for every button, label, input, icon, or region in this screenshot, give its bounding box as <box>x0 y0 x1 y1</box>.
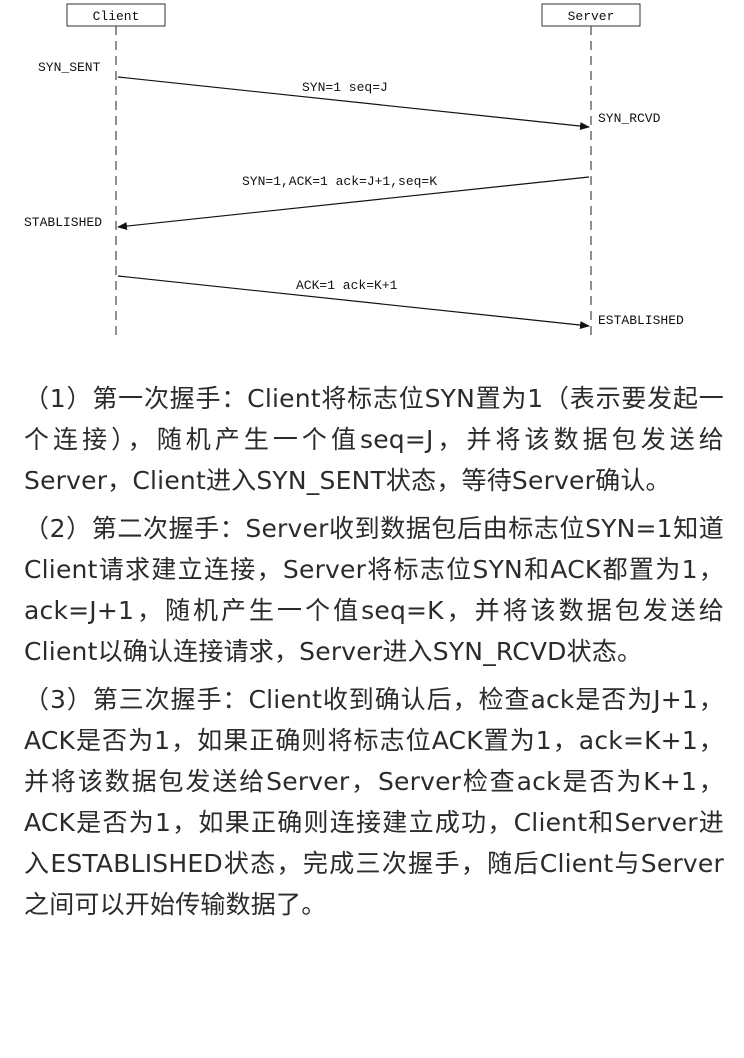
syn-ack-arrow <box>117 176 590 231</box>
server-label: Server <box>568 9 615 24</box>
paragraph-third-handshake: （3）第三次握手：Client收到确认后，检查ack是否为J+1，ACK是否为1… <box>24 685 724 919</box>
client-established-state-label: STABLISHED <box>24 215 102 230</box>
paragraph-second-handshake: （2）第二次握手：Server收到数据包后由标志位SYN=1知道Client请求… <box>24 514 724 666</box>
client-label: Client <box>93 9 140 24</box>
paragraph-first-handshake: （1）第一次握手：Client将标志位SYN置为1（表示要发起一个连接），随机产… <box>24 384 724 495</box>
syn-ack-message-label: SYN=1,ACK=1 ack=J+1,seq=K <box>242 174 437 189</box>
syn-arrow <box>117 76 590 131</box>
ack-message-label: ACK=1 ack=K+1 <box>296 278 398 293</box>
explanation-text: （1）第一次握手：Client将标志位SYN置为1（表示要发起一个连接），随机产… <box>24 378 724 932</box>
syn-message-label: SYN=1 seq=J <box>302 80 388 95</box>
ack-arrow <box>117 275 590 330</box>
server-header: Server <box>541 3 641 27</box>
client-header: Client <box>66 3 166 27</box>
server-established-state-label: ESTABLISHED <box>598 313 684 328</box>
syn-sent-state-label: SYN_SENT <box>38 60 101 75</box>
syn-rcvd-state-label: SYN_RCVD <box>598 111 661 126</box>
tcp-handshake-diagram: Client Server SYN_SENT SYN_RCVD STABLISH… <box>24 3 684 340</box>
